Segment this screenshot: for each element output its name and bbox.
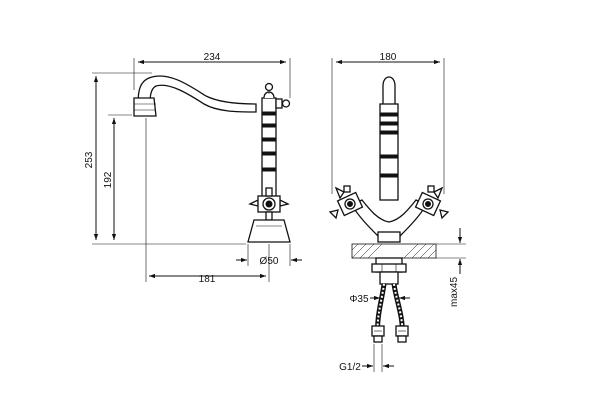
dimension-connection-thread: G1/2 [339,344,394,373]
dimension-axis-to-outlet: 181 [145,118,270,285]
right-cross-handle [414,185,450,220]
dimension-hose-diameter: Φ35 [349,294,410,305]
front-body [351,199,427,243]
front-view: 180 max45 Φ35 G1/2 [328,52,466,373]
spout [133,75,257,117]
front-column [379,76,399,201]
left-cross-handle [328,185,364,220]
countertop-section [351,243,437,259]
total-height-label: 253 [84,151,95,168]
spout-reach-label: 234 [204,52,221,63]
base-diameter-label: Ø50 [260,256,279,267]
column [261,82,291,199]
base [247,219,291,243]
dimension-handle-span: 180 [331,52,445,194]
dimension-outlet-height: 192 [103,114,132,240]
handle-span-label: 180 [380,52,397,63]
hose-diameter-label: Φ35 [349,294,369,305]
max-thickness-label: max45 [449,277,460,307]
dimension-total-height: 253 [84,72,246,245]
flexible-hoses [371,283,409,343]
dimension-base-diameter: Ø50 [236,244,302,267]
dimension-spout-reach: 234 [133,52,291,98]
dimension-max-thickness: max45 [436,228,466,307]
axis-to-outlet-label: 181 [199,274,216,285]
side-view: 234 253 192 181 Ø50 [84,52,302,285]
mounting-nut [371,257,407,285]
outlet-height-label: 192 [103,171,114,188]
cross-handle [248,187,290,221]
connection-thread-label: G1/2 [339,362,361,373]
